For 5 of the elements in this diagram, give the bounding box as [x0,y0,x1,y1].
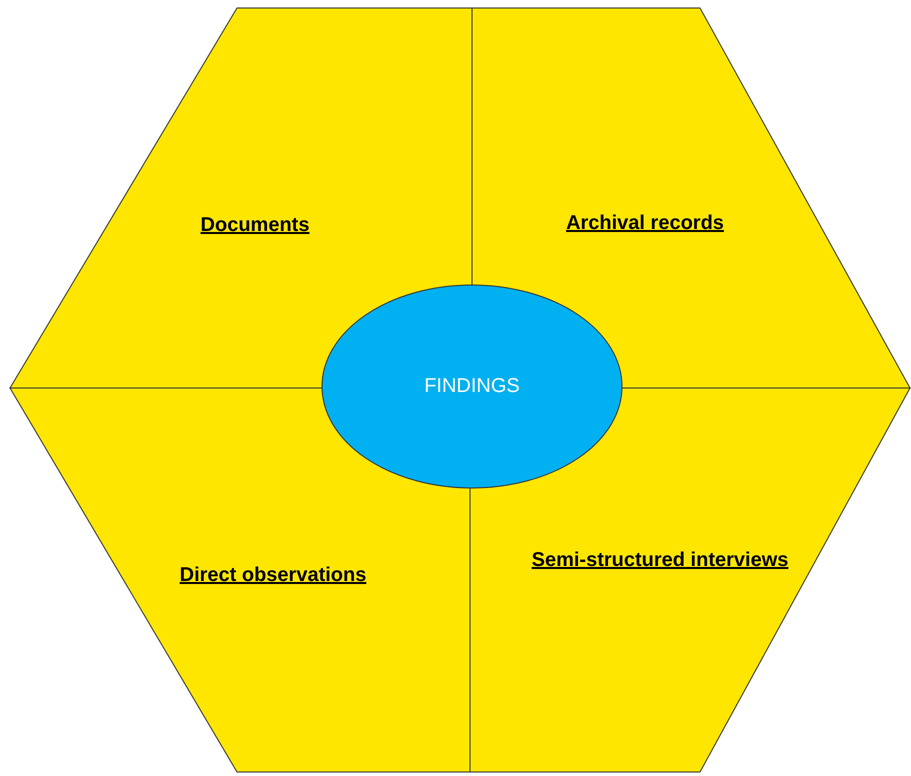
segment-label: Archival records [565,211,725,235]
segment-label: Semi-structured interviews [530,548,790,572]
segment-label: Documents [200,213,310,237]
segment-label: Direct observations [178,563,368,587]
center-label: FINDINGS [423,374,521,399]
